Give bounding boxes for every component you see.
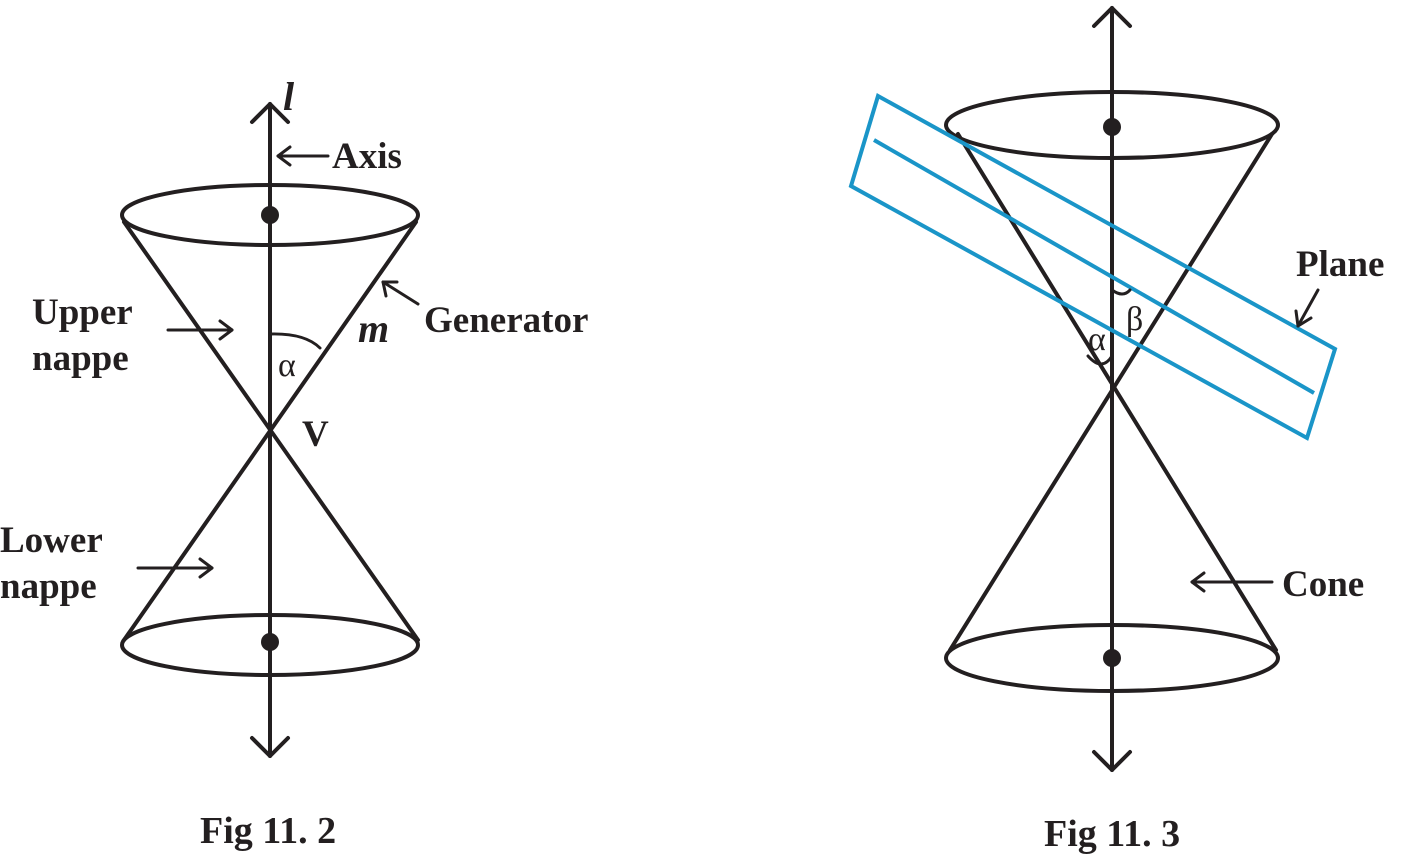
beta-angle-label: β <box>1126 301 1143 338</box>
lower-nappe-rim <box>120 613 420 677</box>
figure-caption-11-3: Fig 11. 3 <box>1044 813 1180 855</box>
alpha-angle-label: α <box>278 347 296 384</box>
upper-nappe-label-line1: Upper <box>32 292 133 333</box>
alpha-angle-arc <box>268 332 322 350</box>
generator-pointer-arrow <box>381 280 420 306</box>
lower-center-dot <box>261 633 279 651</box>
cone-pointer-arrow <box>1190 571 1274 593</box>
generator-line-left-2 <box>956 132 1278 652</box>
lower-nappe-pointer-arrow <box>136 557 214 579</box>
plane-pointer-arrow <box>1294 288 1320 328</box>
lower-center-dot-2 <box>1103 649 1121 667</box>
alpha-angle-label-2: α <box>1088 321 1106 358</box>
generator-line-right-2 <box>948 132 1274 652</box>
plane-label: Plane <box>1296 244 1384 285</box>
upper-center-dot <box>261 206 279 224</box>
figure-double-cone-parts: l Axis Generator m Upper nappe Lower nap… <box>0 74 588 852</box>
alpha-angle-arc-2 <box>1086 354 1114 366</box>
upper-nappe-label-line2: nappe <box>32 338 129 379</box>
axis-top-arrowhead <box>250 102 290 124</box>
plane-shape <box>848 93 1338 441</box>
figure-caption-11-2: Fig 11. 2 <box>200 810 336 852</box>
lower-nappe-label-line1: Lower <box>0 520 103 561</box>
axis-top-arrowhead-2 <box>1092 6 1132 28</box>
generator-letter-label: m <box>358 306 389 351</box>
upper-nappe-rim <box>120 183 420 247</box>
figure-cone-with-plane: Plane Cone β α Fig 11. 3 <box>848 6 1384 855</box>
upper-center-dot-2 <box>1103 118 1121 136</box>
axis-label: Axis <box>332 136 402 177</box>
generator-line-right <box>122 220 418 642</box>
generator-label: Generator <box>424 300 588 341</box>
lower-nappe-rim-2 <box>944 623 1280 693</box>
cone-label: Cone <box>1282 564 1364 605</box>
axis-letter-label: l <box>283 74 295 119</box>
upper-nappe-rim-2 <box>944 90 1280 160</box>
beta-angle-arc <box>1110 288 1132 296</box>
vertex-label: V <box>302 414 329 455</box>
axis-bottom-arrowhead-2 <box>1092 750 1132 772</box>
axis-bottom-arrowhead <box>250 736 290 758</box>
lower-nappe-label-line2: nappe <box>0 566 97 607</box>
axis-pointer-arrow <box>276 145 330 167</box>
upper-nappe-pointer-arrow <box>166 319 234 341</box>
